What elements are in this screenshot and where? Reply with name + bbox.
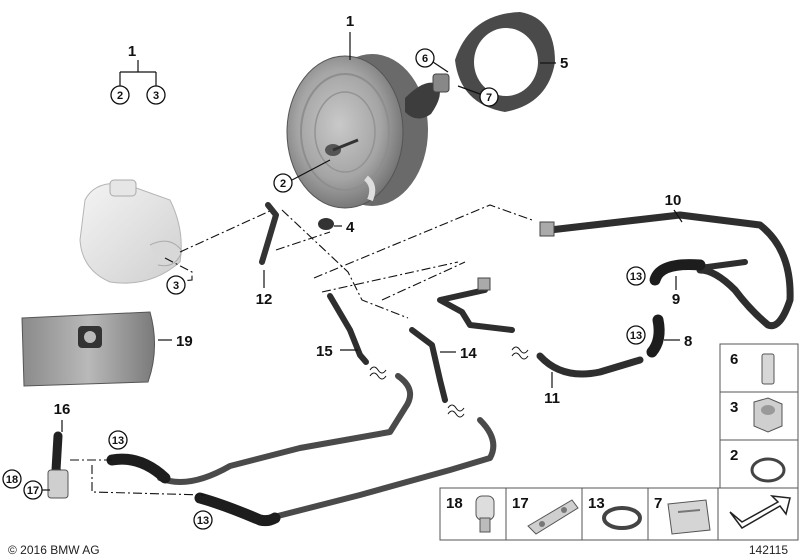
image-number: 142115 (749, 543, 788, 557)
hose-15-label: 15 (316, 343, 333, 360)
legend-bottom-3-num: 7 (654, 495, 662, 512)
hose-8-label: 8 (684, 333, 692, 350)
bracket-19 (21, 311, 156, 387)
booster-label: 1 (346, 13, 354, 30)
lower-pipe-lower (267, 417, 497, 521)
bracket-19-label: 19 (176, 333, 193, 350)
hose-14 (409, 327, 448, 403)
lower-hose-left (106, 453, 171, 484)
grommet-clip-icon (475, 495, 495, 533)
tree-child-b-label: 3 (153, 90, 159, 102)
hose-11 (536, 352, 644, 378)
reservoir-label: 3 (173, 280, 179, 292)
direction-arrow-icon (729, 495, 791, 529)
grommet-label: 4 (346, 219, 355, 236)
tree-child-a-label: 2 (117, 90, 123, 102)
brake-fluid-reservoir (79, 179, 183, 284)
legend-bottom-2-num: 13 (588, 495, 605, 512)
o-ring-icon (750, 457, 786, 483)
pipe-10-label: 10 (665, 192, 682, 209)
pipe-10 (546, 211, 794, 330)
reservoir-circle (166, 275, 186, 295)
clamp-9-circle (626, 266, 646, 286)
part-17-label: 17 (27, 485, 39, 497)
valve-16-label: 16 (54, 401, 71, 418)
hose-15 (327, 293, 369, 365)
hose-9 (649, 259, 706, 286)
pipe-12 (259, 202, 279, 265)
brake-booster (286, 54, 450, 209)
legend-side-1-num: 3 (730, 399, 738, 416)
tree-child-a-circle (110, 85, 130, 105)
clamp-bottom-label: 13 (197, 515, 209, 527)
pin-label: 6 (422, 53, 428, 65)
clamp-8-circle (626, 325, 646, 345)
lower-hose-bottom (194, 492, 281, 527)
pipe-12-label: 12 (256, 291, 273, 308)
nut-icon (753, 397, 783, 433)
connecting-pipe (437, 287, 515, 333)
part-18-circle (2, 469, 22, 489)
hose-11-label: 11 (544, 390, 560, 407)
bottom-legend: 18 17 13 7 (439, 487, 799, 541)
part-18-label: 18 (6, 474, 18, 486)
hose-8 (646, 314, 665, 358)
assembly-tree: 1 2 3 (110, 43, 166, 105)
clamp-bottom-circle (193, 510, 213, 530)
clamp-left-circle (108, 430, 128, 450)
hose-9-label: 9 (672, 291, 680, 308)
pin-icon (761, 353, 775, 385)
grommet-part (318, 218, 334, 230)
clamp-left-label: 13 (112, 435, 124, 447)
copyright-text: © 2016 BMW AG (8, 543, 100, 557)
gasket (455, 12, 555, 112)
legend-bottom-0-num: 18 (446, 495, 463, 512)
legend-side-2-num: 2 (730, 447, 738, 464)
clip-nut-label: 7 (486, 92, 492, 104)
clamp-8-label: 13 (630, 330, 642, 342)
side-legend: 6 3 2 (719, 343, 799, 489)
bracket-icon (527, 499, 579, 535)
gasket-label: 5 (560, 55, 568, 72)
spring-clip-icon (667, 499, 711, 535)
pin-circle (415, 48, 435, 68)
legend-side-0-num: 6 (730, 351, 738, 368)
lower-pipe-upper (157, 373, 414, 485)
clamp-9-label: 13 (630, 271, 642, 283)
tree-child-b-circle (146, 85, 166, 105)
seal-label: 2 (280, 178, 286, 190)
hose-clamp-icon (602, 506, 642, 530)
clip-nut-circle (479, 87, 499, 107)
hose-14-label: 14 (460, 345, 477, 362)
seal-circle (273, 173, 293, 193)
tree-parent-label: 1 (128, 43, 136, 60)
legend-bottom-1-num: 17 (512, 495, 529, 512)
